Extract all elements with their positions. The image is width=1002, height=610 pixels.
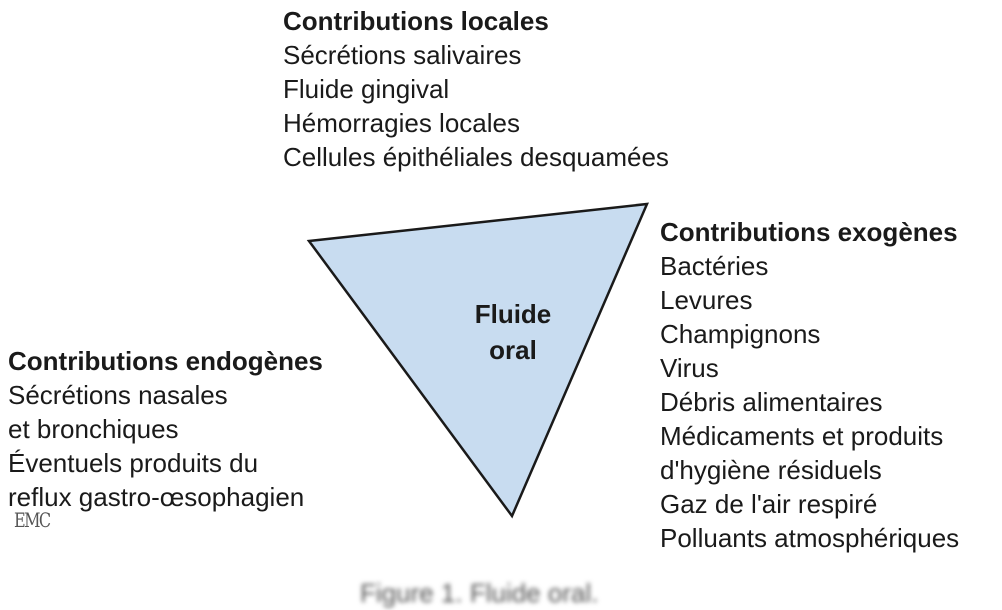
contributions-locales-item: Hémorragies locales — [283, 108, 520, 138]
contributions-exogenes-heading: Contributions exogènes — [660, 217, 958, 247]
contributions-endogenes-block: Contributions endogènes Sécrétions nasal… — [8, 344, 323, 514]
contributions-endogenes-item: Éventuels produits du — [8, 448, 259, 478]
contributions-endogenes-item: et bronchiques — [8, 414, 179, 444]
contributions-endogenes-item: Sécrétions nasales — [8, 380, 228, 410]
contributions-exogenes-item: Gaz de l'air respiré — [660, 489, 878, 519]
figure-caption: Figure 1. Fluide oral. — [360, 578, 599, 608]
contributions-locales-item: Cellules épithéliales desquamées — [283, 142, 669, 172]
contributions-locales-item: Fluide gingival — [283, 74, 450, 104]
contributions-exogenes-item: Champignons — [660, 319, 821, 349]
contributions-exogenes-item: Bactéries — [660, 251, 769, 281]
contributions-locales-block: Contributions locales Sécrétions salivai… — [283, 4, 669, 174]
contributions-endogenes-heading: Contributions endogènes — [8, 346, 323, 376]
fluide-oral-triangle — [306, 202, 650, 519]
contributions-locales-heading: Contributions locales — [283, 6, 549, 36]
center-label-line-1: Fluide — [474, 299, 552, 329]
center-label: Fluide oral — [415, 296, 611, 368]
contributions-exogenes-item: Levures — [660, 285, 753, 315]
center-label-line-2: oral — [489, 335, 537, 365]
contributions-exogenes-item: d'hygiène résiduels — [660, 455, 882, 485]
triangle-shape — [306, 202, 650, 519]
contributions-locales-item: Sécrétions salivaires — [283, 40, 522, 70]
contributions-endogenes-item: reflux gastro-œsophagien — [8, 482, 305, 512]
contributions-exogenes-item: Médicaments et produits — [660, 421, 944, 451]
contributions-exogenes-block: Contributions exogènes Bactéries Levures… — [660, 215, 959, 555]
emc-logo: EMC — [14, 508, 51, 532]
contributions-exogenes-item: Polluants atmosphériques — [660, 523, 960, 553]
contributions-exogenes-item: Virus — [660, 353, 719, 383]
contributions-exogenes-item: Débris alimentaires — [660, 387, 883, 417]
